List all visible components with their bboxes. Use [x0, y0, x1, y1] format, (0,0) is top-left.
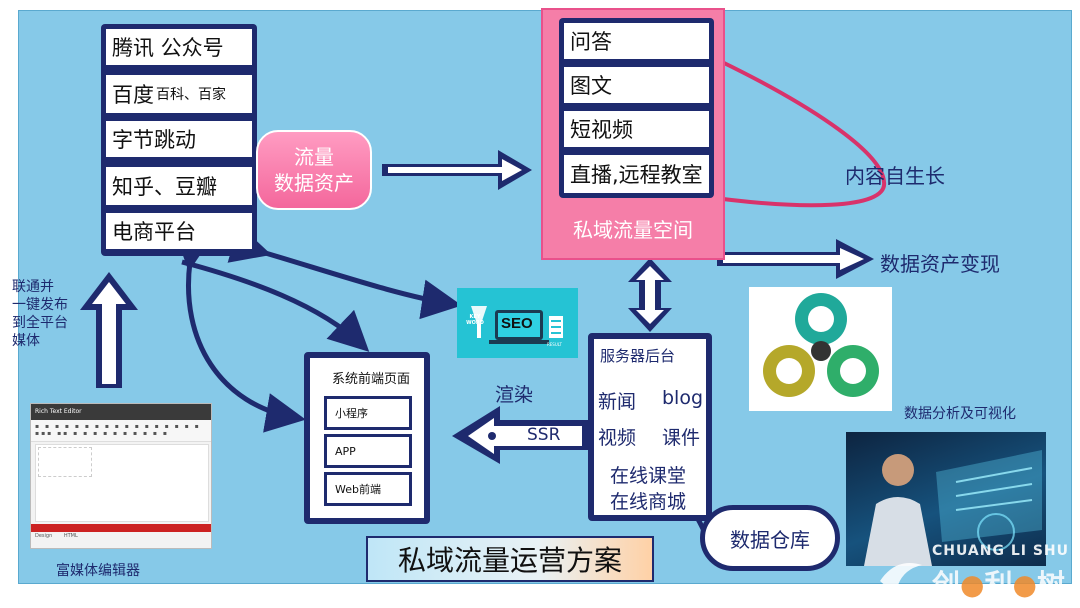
server-backend-box: 服务器后台 新闻 blog 视频 课件 在线课堂 在线商城	[588, 333, 712, 521]
traffic-data-asset-pill: 流量 数据资产	[256, 130, 372, 210]
frontend-miniprogram[interactable]: 小程序	[324, 396, 412, 430]
frontend-web[interactable]: Web前端	[324, 472, 412, 506]
traffic-arrow	[382, 150, 532, 190]
ssr-arrow	[452, 406, 588, 464]
publish-line-2: 一键发布	[12, 297, 68, 313]
pill-line2: 数据资产	[274, 171, 354, 195]
content-growth-loop	[699, 60, 887, 208]
seo-keyword: KEY WORD	[466, 314, 484, 326]
curve-sources-to-frontend	[173, 229, 306, 433]
private-item-short-video-label: 短视频	[570, 118, 633, 142]
server-courseware: 课件	[662, 427, 701, 449]
publish-line-1: 联通并	[12, 279, 54, 295]
main-title-text: 私域流量运营方案	[397, 544, 622, 577]
frontend-web-label: Web前端	[335, 483, 381, 496]
frontend-app[interactable]: APP	[324, 434, 412, 468]
analytics-wheel-graphic	[763, 293, 879, 397]
private-item-article[interactable]: 图文	[564, 67, 709, 103]
tech-graphic	[864, 450, 1042, 566]
source-bytedance[interactable]: 字节跳动	[106, 121, 252, 157]
private-item-live[interactable]: 直播,远程教室	[564, 155, 709, 193]
publish-line-3: 到全平台	[12, 315, 68, 331]
monetize-label: 数据资产变现	[880, 252, 1000, 276]
server-news: 新闻	[598, 391, 637, 413]
editor-tabs: Design HTML	[35, 533, 78, 539]
publish-line-4: 媒体	[12, 333, 40, 349]
server-video: 视频	[598, 427, 637, 449]
curve-sources-to-seo	[227, 224, 462, 320]
monetize-arrow	[717, 239, 874, 279]
source-zhihu-douban-label: 知乎、豆瓣	[112, 175, 217, 199]
private-item-short-video[interactable]: 短视频	[564, 111, 709, 147]
private-item-qa-label: 问答	[570, 30, 612, 54]
content-growth-label: 内容自生长	[845, 164, 945, 188]
source-baidu[interactable]: 百度百科、百家	[106, 75, 252, 113]
tech-illustration	[846, 432, 1046, 566]
source-ecommerce[interactable]: 电商平台	[106, 213, 252, 249]
source-tencent[interactable]: 腾讯 公众号	[106, 29, 252, 65]
source-bytedance-label: 字节跳动	[112, 128, 196, 152]
frontend-miniprogram-label: 小程序	[335, 407, 368, 420]
private-item-article-label: 图文	[570, 74, 612, 98]
watermark-cn-b: 利	[984, 568, 1013, 601]
publish-label: 联通并 一键发布 到全平台 媒体	[12, 278, 68, 350]
ssr-label: SSR	[527, 425, 561, 445]
rich-text-editor-thumbnail: Rich Text Editor ▪ ▪ ▪ ▪ ▪ ▪ ▪ ▪ ▪ ▪ ▪ ▪…	[30, 403, 212, 549]
watermark-cn-a: 创	[932, 568, 961, 601]
seo-result: RESULT	[547, 342, 562, 347]
watermark-cn: 创●利●树	[932, 568, 1065, 601]
editor-caption: 富媒体编辑器	[56, 563, 140, 579]
editor-tab-html[interactable]: HTML	[63, 533, 78, 539]
source-ecommerce-label: 电商平台	[112, 220, 196, 244]
server-title: 服务器后台	[600, 347, 676, 365]
publish-up-arrow	[80, 272, 138, 388]
source-baidu-sub: 百科、百家	[156, 87, 226, 103]
system-frontend-box: 系统前端页面 小程序 APP Web前端	[304, 352, 430, 524]
editor-body	[35, 444, 209, 522]
editor-titlebar: Rich Text Editor	[31, 404, 211, 420]
source-zhihu-douban[interactable]: 知乎、豆瓣	[106, 167, 252, 205]
data-warehouse: 数据仓库	[700, 505, 840, 571]
analytics-caption: 数据分析及可视化	[904, 406, 1016, 422]
main-title: 私域流量运营方案	[366, 536, 654, 582]
server-online-mall: 在线商城	[610, 491, 687, 513]
source-tencent-label: 腾讯 公众号	[112, 36, 224, 60]
private-item-qa[interactable]: 问答	[564, 23, 709, 59]
pill-line1: 流量	[294, 145, 334, 169]
watermark-logo: CHUANG LI SHU 创●利●树	[872, 541, 1072, 601]
private-space-caption: 私域流量空间	[573, 218, 693, 242]
editor-footer	[31, 524, 211, 532]
seo-graphic	[471, 306, 563, 344]
seo-illustration: KEY WORD SEO RESULT	[457, 288, 578, 358]
server-blog: blog	[662, 387, 704, 409]
server-online-class: 在线课堂	[610, 465, 687, 487]
render-label: 渲染	[495, 384, 534, 406]
analytics-wheel-illustration	[749, 287, 892, 411]
editor-tab-design[interactable]: Design	[35, 533, 53, 539]
frontend-app-label: APP	[335, 444, 356, 458]
private-item-live-label: 直播,远程教室	[570, 163, 703, 187]
data-warehouse-label: 数据仓库	[730, 527, 810, 552]
watermark-swirl-icon	[880, 563, 922, 588]
panel-server-arrow	[628, 258, 672, 332]
frontend-title: 系统前端页面	[332, 372, 411, 387]
watermark-latin: CHUANG LI SHU	[932, 543, 1070, 559]
watermark-cn-c: 树	[1036, 568, 1065, 601]
seo-badge: SEO	[501, 315, 533, 332]
editor-toolbar: ▪ ▪ ▪ ▪ ▪ ▪ ▪ ▪ ▪ ▪ ▪ ▪ ▪ ▪ ▪ ▪ ▪▪▪▪ ▪▪ …	[31, 420, 211, 442]
source-baidu-label: 百度	[112, 83, 154, 107]
